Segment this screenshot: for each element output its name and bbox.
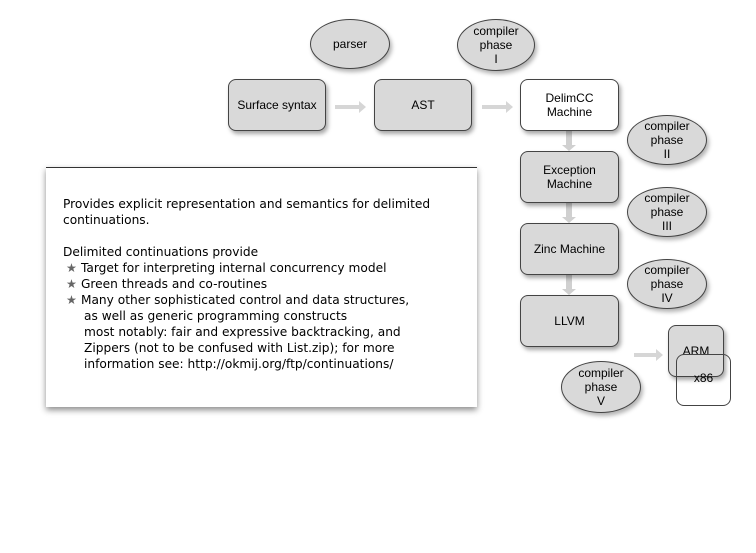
oval-compiler-phase-2: compiler phase II bbox=[627, 115, 707, 165]
arrow-llvm-to-arm bbox=[634, 349, 663, 361]
oval-phase-5-label: compiler phase V bbox=[578, 366, 624, 408]
bullet-item: ★Many other sophisticated control and da… bbox=[63, 292, 461, 308]
bullet-text: Many other sophisticated control and dat… bbox=[80, 293, 410, 307]
oval-compiler-phase-4: compiler phase IV bbox=[627, 259, 707, 309]
node-ast-label: AST bbox=[411, 98, 435, 112]
oval-phase-4-label: compiler phase IV bbox=[644, 263, 690, 305]
oval-compiler-phase-3: compiler phase III bbox=[627, 187, 707, 237]
node-zinc-machine: Zinc Machine bbox=[520, 223, 619, 275]
arrow-exception-to-zinc bbox=[562, 203, 576, 223]
continuation-line: Zippers (not to be confused with List.zi… bbox=[84, 341, 395, 355]
node-surface-syntax-label: Surface syntax bbox=[237, 98, 317, 112]
node-surface-syntax: Surface syntax bbox=[228, 79, 326, 131]
node-exception-machine: Exception Machine bbox=[520, 151, 619, 203]
arrow-delimcc-to-exception bbox=[562, 131, 576, 151]
node-llvm: LLVM bbox=[520, 295, 619, 347]
node-delimcc-label: DelimCC Machine bbox=[545, 91, 594, 119]
continuation-line: most notably: fair and expressive backtr… bbox=[84, 325, 401, 339]
star-icon: ★ bbox=[66, 277, 77, 291]
bullet-item: ★Green threads and co-routines bbox=[63, 276, 461, 292]
node-ast: AST bbox=[374, 79, 472, 131]
oval-compiler-phase-5: compiler phase V bbox=[561, 361, 641, 413]
star-icon: ★ bbox=[66, 293, 77, 307]
oval-parser: parser bbox=[310, 19, 390, 69]
continuation-line: information see: http://okmij.org/ftp/co… bbox=[84, 357, 394, 371]
bullet-text: Green threads and co-routines bbox=[80, 277, 268, 291]
node-llvm-label: LLVM bbox=[554, 314, 585, 328]
arrow-surface-to-ast bbox=[335, 101, 366, 113]
bullet-text: Target for interpreting internal concurr… bbox=[80, 261, 387, 275]
arrow-ast-to-delimcc bbox=[482, 101, 513, 113]
node-delimcc-machine: DelimCC Machine bbox=[520, 79, 619, 131]
oval-compiler-phase-1: compiler phase I bbox=[457, 19, 535, 71]
node-x86: x86 bbox=[676, 354, 731, 406]
oval-phase-2-label: compiler phase II bbox=[644, 119, 690, 161]
intro-line-1: Provides explicit representation and sem… bbox=[63, 197, 431, 211]
description-panel: Provides explicit representation and sem… bbox=[46, 167, 477, 407]
continuation-line: as well as generic programming construct… bbox=[84, 309, 348, 323]
oval-parser-label: parser bbox=[332, 37, 367, 51]
list-heading: Delimited continuations provide bbox=[63, 245, 259, 259]
oval-phase-1-label: compiler phase I bbox=[473, 24, 519, 66]
node-exception-label: Exception Machine bbox=[543, 163, 596, 191]
bullet-item: ★Target for interpreting internal concur… bbox=[63, 260, 461, 276]
arrow-zinc-to-llvm bbox=[562, 275, 576, 295]
intro-line-2: continuations. bbox=[63, 213, 150, 227]
node-zinc-label: Zinc Machine bbox=[533, 242, 606, 256]
oval-phase-3-label: compiler phase III bbox=[644, 191, 690, 233]
star-icon: ★ bbox=[66, 261, 77, 275]
node-x86-label: x86 bbox=[693, 371, 714, 385]
